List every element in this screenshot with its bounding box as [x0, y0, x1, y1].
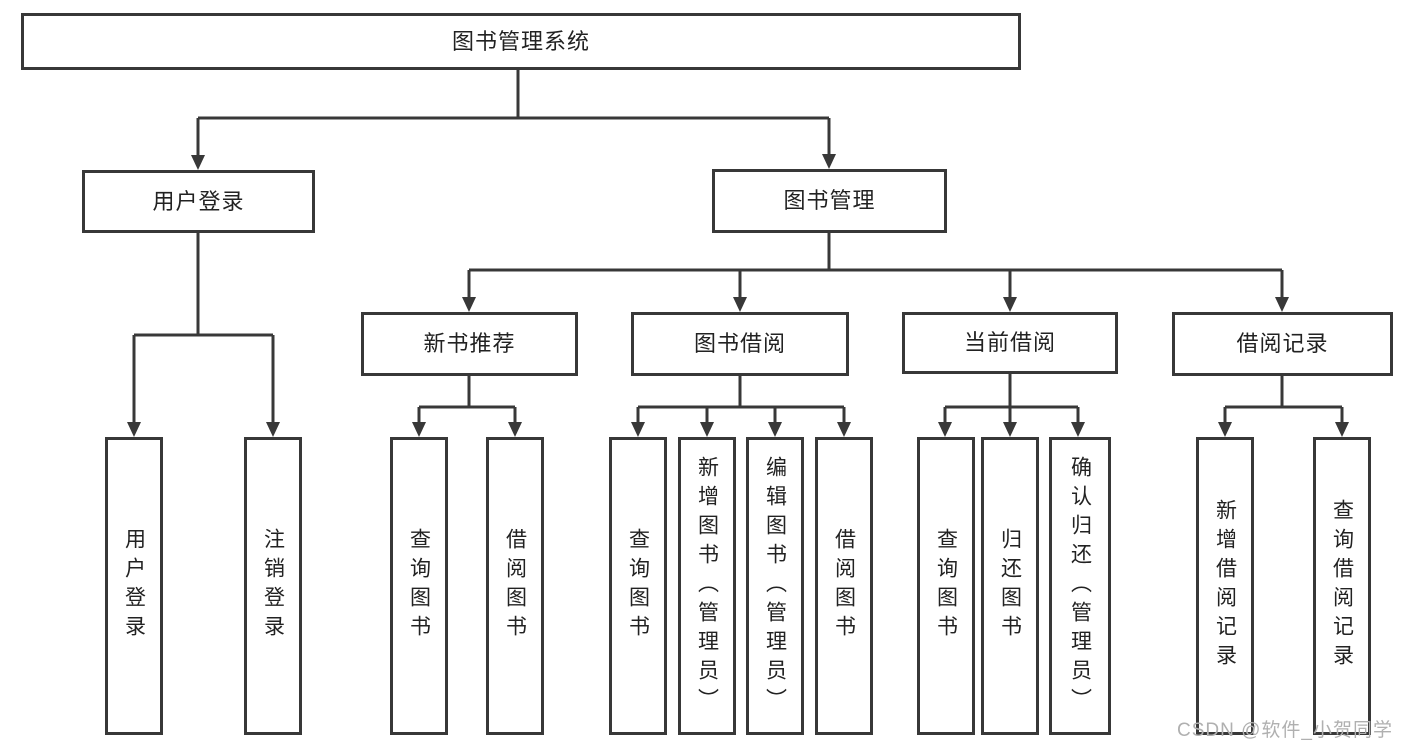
node-new-book-recommend: 新书推荐 [361, 312, 578, 376]
leaf-label: 用户登录 [122, 528, 146, 644]
arrowheads [127, 154, 1349, 437]
node-label: 图书管理 [783, 188, 876, 213]
csdn-watermark: CSDN @软件_小贺同学 [1177, 720, 1393, 741]
node-label: 图书管理系统 [451, 28, 590, 54]
leaf-edit-book-admin: 编辑图书（管理员） [746, 437, 804, 735]
leaf-label: 查询图书 [626, 528, 650, 644]
leaf-label: 新增借阅记录 [1213, 499, 1237, 673]
leaf-add-book-admin: 新增图书（管理员） [678, 437, 736, 735]
node-borrow-records: 借阅记录 [1172, 312, 1393, 376]
leaf-logout: 注销登录 [244, 437, 302, 735]
leaf-borrow-books: 借阅图书 [815, 437, 873, 735]
leaf-label: 归还图书 [998, 528, 1022, 644]
leaf-label: 编辑图书（管理员） [763, 455, 787, 717]
leaf-user-login: 用户登录 [105, 437, 163, 735]
leaf-confirm-return-admin: 确认归还（管理员） [1049, 437, 1111, 735]
node-library-management-system: 图书管理系统 [21, 13, 1021, 70]
node-label: 图书借阅 [693, 331, 786, 356]
leaf-label: 确认归还（管理员） [1068, 455, 1092, 717]
leaf-borrow-books-recommend: 借阅图书 [486, 437, 544, 735]
leaf-label: 查询图书 [934, 528, 958, 644]
node-label: 用户登录 [152, 188, 245, 214]
node-current-borrow: 当前借阅 [902, 312, 1118, 374]
leaf-query-borrow-record: 查询借阅记录 [1313, 437, 1371, 735]
leaf-add-borrow-record: 新增借阅记录 [1196, 437, 1254, 735]
leaf-label: 借阅图书 [832, 528, 856, 644]
leaf-label: 查询图书 [407, 528, 431, 644]
node-label: 当前借阅 [963, 330, 1056, 355]
node-label: 借阅记录 [1236, 331, 1329, 356]
node-label: 新书推荐 [423, 331, 516, 356]
leaf-return-books: 归还图书 [981, 437, 1039, 735]
node-book-management: 图书管理 [712, 169, 947, 233]
leaf-query-books-recommend: 查询图书 [390, 437, 448, 735]
node-user-login: 用户登录 [82, 170, 315, 233]
leaf-label: 注销登录 [261, 528, 285, 644]
node-book-borrow: 图书借阅 [631, 312, 849, 376]
leaf-label: 借阅图书 [503, 528, 527, 644]
leaf-label: 查询借阅记录 [1330, 499, 1354, 673]
leaf-query-books-current: 查询图书 [917, 437, 975, 735]
leaf-label: 新增图书（管理员） [695, 455, 719, 717]
leaf-query-books-borrow: 查询图书 [609, 437, 667, 735]
